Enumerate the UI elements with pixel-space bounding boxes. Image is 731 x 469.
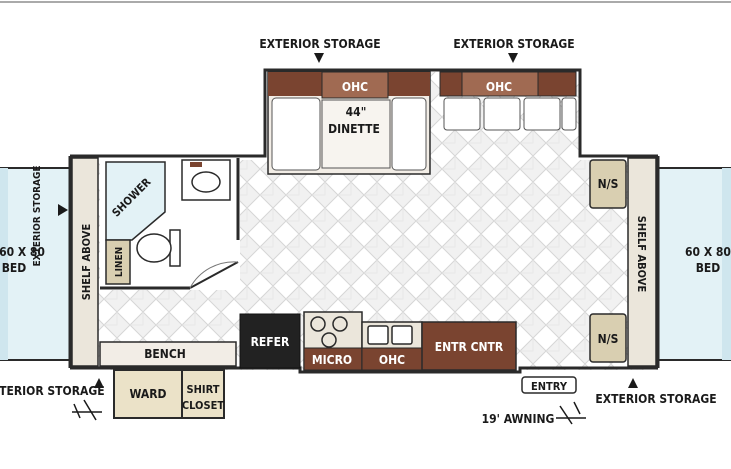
label-shelf-above-left: SHELF ABOVE xyxy=(80,224,93,301)
bed-left-edge xyxy=(0,168,8,360)
galley-ohc-door-1 xyxy=(443,97,481,131)
arrow-up-icon-bottom-left xyxy=(94,378,104,388)
dinette-table xyxy=(321,99,391,169)
label-dinette-size: 44" xyxy=(346,105,367,119)
galley-ohc-door-3 xyxy=(523,97,561,131)
dinette-ohc-face xyxy=(321,71,389,99)
galley-sink-left-icon xyxy=(367,325,389,345)
shelf-right xyxy=(627,157,657,367)
label-dinette: DINETTE xyxy=(328,122,380,136)
label-exterior-storage-top-right: EXTERIOR STORAGE xyxy=(453,37,574,51)
arrow-down-icon-top-left xyxy=(314,53,324,63)
label-ward: WARD xyxy=(129,387,166,401)
arrow-up-icon-bottom-right xyxy=(628,378,638,388)
label-ns-bottom: N/S xyxy=(598,332,619,346)
burner-icon-1 xyxy=(310,316,326,332)
hookup-icon-right xyxy=(556,401,586,425)
label-exterior-storage-bottom-right: EXTERIOR STORAGE xyxy=(595,392,716,406)
label-bench: BENCH xyxy=(144,347,186,361)
galley-ohc xyxy=(439,71,577,131)
dinette-cushion-right xyxy=(391,97,427,171)
bed-right-mattress xyxy=(651,167,731,361)
label-linen: LINEN xyxy=(114,247,125,277)
label-ohc-galley: OHC xyxy=(486,80,512,94)
arrow-down-icon-top-right xyxy=(508,53,518,63)
nightstand-bottom xyxy=(589,313,627,363)
shower xyxy=(105,161,166,241)
galley xyxy=(239,311,517,371)
label-bed-left: BED xyxy=(2,261,27,275)
label-bed-right-size: 60 X 80 xyxy=(685,245,731,259)
dinette xyxy=(267,71,431,175)
refrigerator xyxy=(239,313,301,369)
label-exterior-storage-left-side: EXTERIOR STORAGE xyxy=(32,165,43,266)
nightstand-top xyxy=(589,159,627,209)
bed-left-mattress xyxy=(0,167,73,361)
burner-icon-2 xyxy=(332,316,348,332)
shelf-left xyxy=(71,157,99,367)
sink-icon xyxy=(191,171,221,193)
galley-ohc-face xyxy=(461,71,539,97)
arrow-right-icon-left-side xyxy=(58,204,68,216)
label-entry: ENTRY xyxy=(531,380,568,393)
label-bed-right: BED xyxy=(696,261,721,275)
shirt-closet xyxy=(181,369,225,419)
label-closet: CLOSET xyxy=(182,399,224,412)
bathroom xyxy=(100,158,240,290)
label-refer: REFER xyxy=(251,335,290,349)
dinette-cushion-left xyxy=(271,97,321,171)
toilet-bowl-icon xyxy=(136,233,172,263)
entry-step xyxy=(521,376,577,394)
label-micro: MICRO xyxy=(312,353,352,367)
label-ns-top: N/S xyxy=(598,177,619,191)
label-exterior-storage-bottom-left: EXTERIOR STORAGE xyxy=(0,384,105,398)
bed-left xyxy=(0,167,73,361)
label-exterior-storage-top-left: EXTERIOR STORAGE xyxy=(259,37,380,51)
linen-closet xyxy=(105,239,131,285)
bench xyxy=(99,341,237,367)
label-bed-left-size: 60 X 80 xyxy=(0,245,45,259)
burner-icon-3 xyxy=(321,332,337,348)
wall-top xyxy=(70,68,658,158)
hookup-icon-left xyxy=(72,399,102,421)
galley-ohc-door-4 xyxy=(561,97,577,131)
wardrobe xyxy=(113,369,183,419)
galley-sink-right-icon xyxy=(391,325,413,345)
entertainment-center xyxy=(421,321,517,371)
bed-right xyxy=(651,167,731,361)
label-ohc-dinette: OHC xyxy=(342,80,368,94)
label-shirt: SHIRT xyxy=(187,383,220,396)
bed-right-edge xyxy=(722,168,731,360)
label-shelf-above-right: SHELF ABOVE xyxy=(635,216,648,293)
faucet-icon xyxy=(190,162,202,167)
bath-door xyxy=(189,261,239,289)
galley-ohc-door-2 xyxy=(483,97,521,131)
label-awning: 19' AWNING xyxy=(482,412,555,426)
bath-door-swing xyxy=(189,261,239,289)
label-ohc-sink: OHC xyxy=(379,353,405,367)
label-entr-cntr: ENTR CNTR xyxy=(435,340,504,354)
